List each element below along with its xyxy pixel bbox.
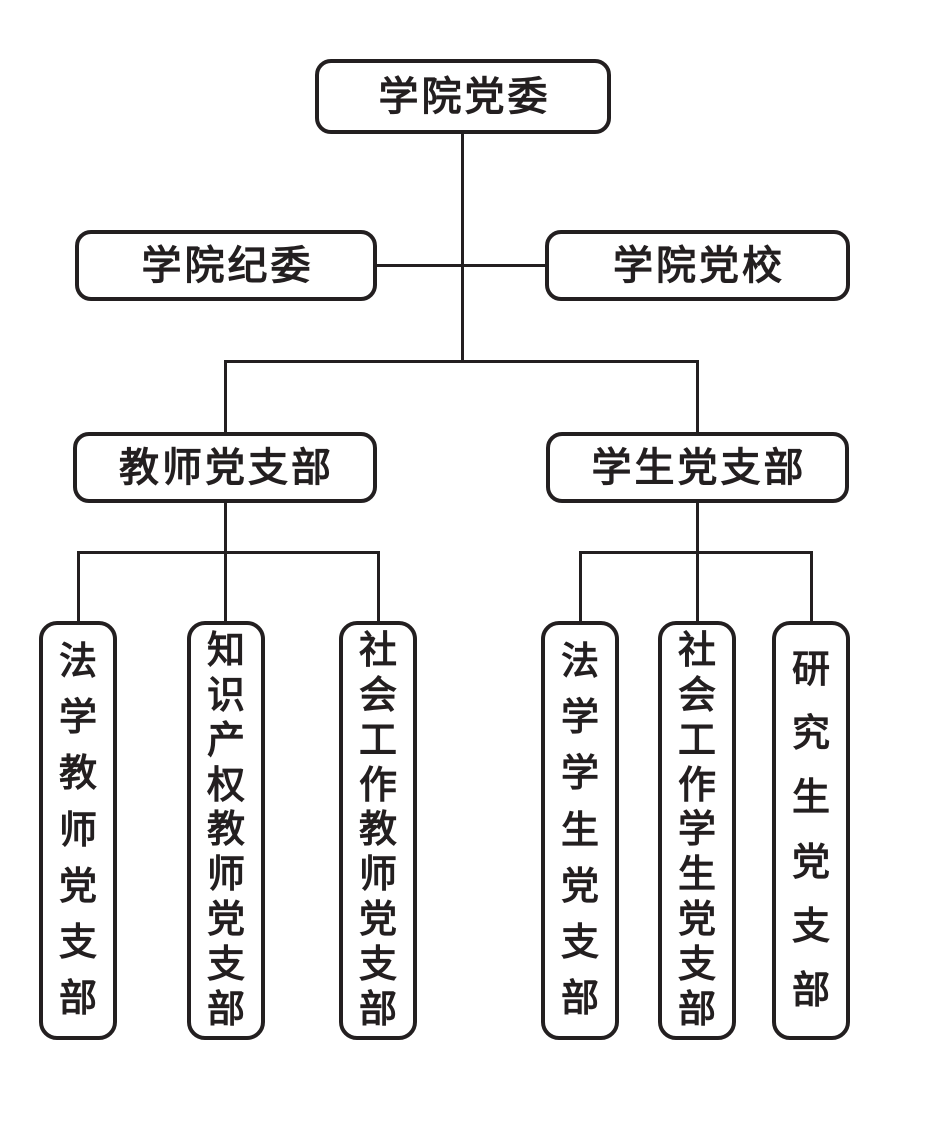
connector-student-child3-drop — [810, 551, 813, 622]
node-law-student-branch: 法学学生党支部 — [541, 621, 619, 1040]
node-ip-teacher-branch: 知识产权教师党支部 — [187, 621, 265, 1040]
node-label-vertical: 研究生党支部 — [791, 649, 830, 1012]
connector-branches-horizontal — [225, 360, 699, 363]
node-label: 学院党委 — [378, 73, 551, 119]
node-student-party-branch: 学生党支部 — [546, 432, 849, 503]
node-law-teacher-branch: 法学教师党支部 — [39, 621, 117, 1040]
node-label: 教师党支部 — [119, 444, 334, 490]
node-party-school: 学院党校 — [545, 230, 850, 301]
node-socialwork-student-branch: 社会工作学生党支部 — [658, 621, 736, 1040]
node-label-vertical: 法学教师党支部 — [58, 641, 97, 1020]
node-graduate-student-branch: 研究生党支部 — [772, 621, 850, 1040]
connector-root-vertical — [461, 134, 464, 362]
connector-level2-horizontal — [377, 264, 545, 267]
node-label: 学院党校 — [613, 242, 785, 288]
node-label-vertical: 法学学生党支部 — [560, 641, 599, 1020]
connector-teacher-child3-drop — [377, 551, 380, 622]
node-label-vertical: 社会工作学生党支部 — [677, 629, 716, 1032]
node-label-vertical: 社会工作教师党支部 — [358, 629, 397, 1032]
node-teacher-party-branch: 教师党支部 — [73, 432, 377, 503]
connector-student-child1-drop — [579, 551, 582, 622]
connector-student-branch-drop — [696, 360, 699, 433]
node-label: 学生党支部 — [591, 444, 807, 490]
node-discipline-committee: 学院纪委 — [75, 230, 377, 301]
connector-teacher-branch-drop — [224, 360, 227, 433]
node-college-party-committee: 学院党委 — [315, 59, 611, 134]
connector-student-center-drop — [696, 502, 699, 622]
connector-student-children-horizontal — [580, 551, 812, 554]
node-socialwork-teacher-branch: 社会工作教师党支部 — [339, 621, 417, 1040]
node-label: 学院纪委 — [141, 242, 314, 288]
node-label-vertical: 知识产权教师党支部 — [206, 629, 245, 1032]
connector-teacher-center-drop — [224, 502, 227, 622]
connector-teacher-children-horizontal — [78, 551, 379, 554]
connector-teacher-child1-drop — [77, 551, 80, 622]
